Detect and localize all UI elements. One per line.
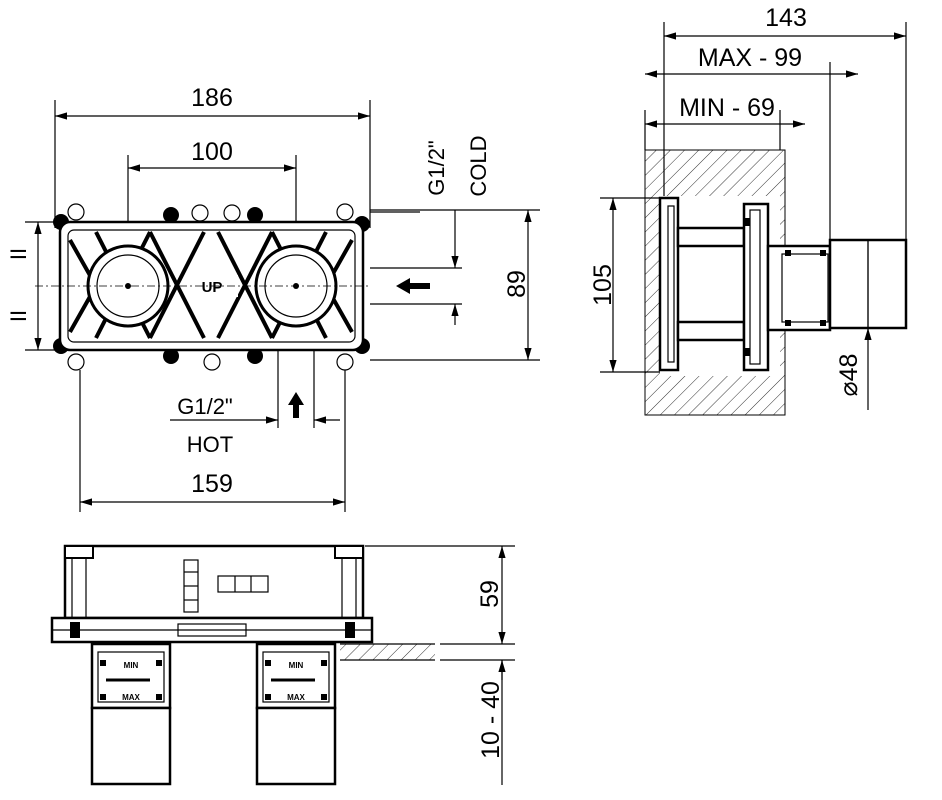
right-cartridge: MIN MAX: [255, 642, 337, 786]
dim-max-label: MAX - 99: [698, 44, 802, 72]
up-label: UP: [202, 279, 223, 296]
front-view: 186 100: [6, 84, 540, 512]
dim-min-label: MIN - 69: [679, 94, 775, 122]
dimension-diameter-48: ⌀48: [835, 240, 872, 410]
bottom-view: MIN MAX MIN MAX 59 10 -: [50, 544, 515, 786]
dimension-10-40: 10 - 40: [440, 659, 515, 785]
dim-59-label: 59: [476, 580, 504, 608]
dim-10-40-label: 10 - 40: [477, 681, 505, 759]
equal-mark-bottom: II: [6, 310, 31, 322]
cold-connection-dimension: G1/2" COLD: [370, 135, 491, 325]
dimension-186: 186: [54, 84, 371, 228]
dimension-max-99: MAX - 99: [645, 44, 858, 240]
dim-100-label: 100: [191, 138, 233, 166]
right-min-label: MIN: [289, 661, 304, 670]
dimension-143: 143: [663, 4, 907, 240]
dimension-89: 89: [370, 209, 540, 361]
dim-diameter-label: ⌀48: [835, 354, 863, 397]
hot-thread-label: G1/2": [177, 394, 233, 419]
left-min-label: MIN: [124, 661, 139, 670]
left-cartridge: MIN MAX: [90, 642, 172, 786]
dim-105-label: 105: [589, 264, 617, 306]
valve-body-top: [63, 544, 365, 620]
left-max-label: MAX: [122, 693, 140, 702]
dim-143-label: 143: [765, 4, 807, 32]
hot-connection-dimension: G1/2" HOT: [170, 350, 340, 457]
dimension-100: 100: [127, 138, 297, 285]
dimension-105: 105: [589, 197, 660, 373]
equal-mark-top: II: [6, 248, 31, 260]
dimension-159: 159: [79, 370, 346, 512]
dimension-59: 59: [365, 545, 515, 645]
hot-label: HOT: [187, 432, 233, 457]
right-max-label: MAX: [287, 693, 305, 702]
cold-label: COLD: [466, 135, 491, 196]
dim-159-label: 159: [191, 470, 233, 498]
dim-89-label: 89: [503, 270, 531, 298]
equal-spacing-dimension: II II: [6, 221, 60, 351]
dim-186-label: 186: [191, 84, 233, 112]
side-view: 143 MAX - 99 MIN - 69 105 ⌀48: [589, 4, 908, 416]
cold-thread-label: G1/2": [424, 140, 449, 196]
dimension-min-69: MIN - 69: [644, 94, 805, 150]
